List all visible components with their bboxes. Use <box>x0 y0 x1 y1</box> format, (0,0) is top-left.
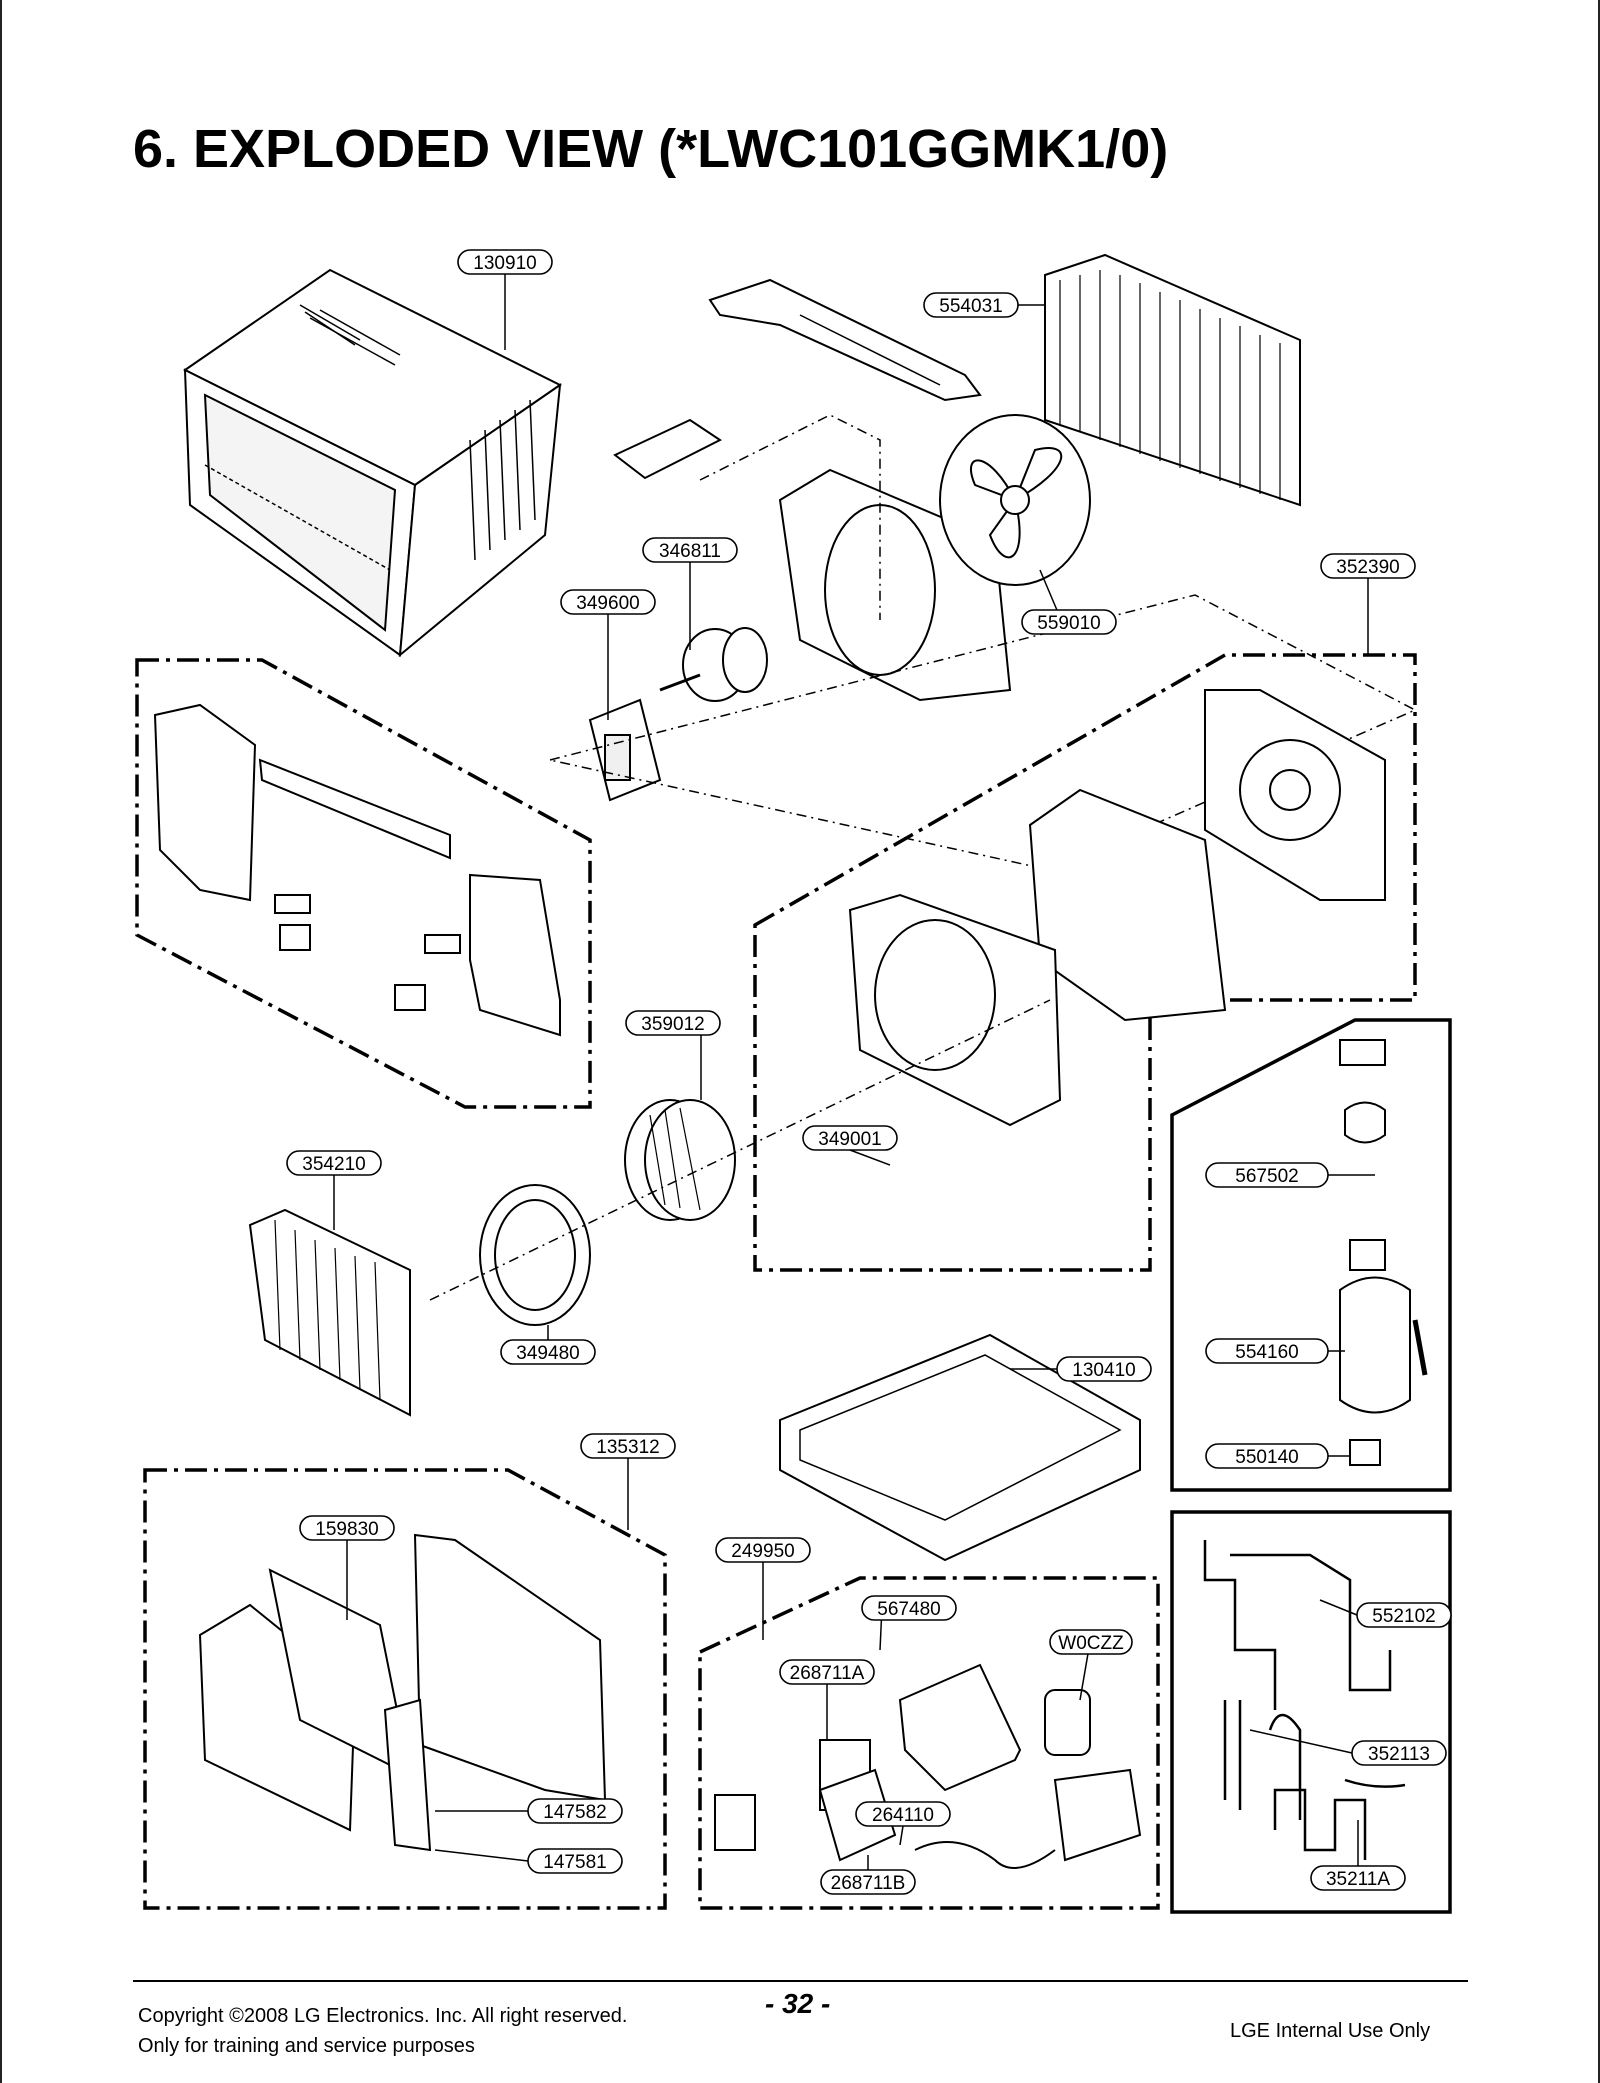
part-label-567502: 567502 <box>1235 1166 1298 1187</box>
part-label-159830: 159830 <box>315 1519 378 1540</box>
label-ovals <box>286 249 1452 1895</box>
page-number: - 32 - <box>765 1988 831 2019</box>
part-label-352113: 352113 <box>1368 1744 1430 1765</box>
compressor-frame <box>1170 1018 1452 1492</box>
condenser-drawing <box>1044 253 1301 507</box>
part-label-567480: 567480 <box>877 1599 940 1620</box>
footer-rule <box>133 1980 1468 1982</box>
part-label-147582: 147582 <box>543 1802 606 1823</box>
page-title: 6. EXPLODED VIEW (*LWC101GGMK1/0) <box>133 119 1169 179</box>
footer-internal-note: LGE Internal Use Only <box>1230 2020 1431 2042</box>
footer-training-note: Only for training and service purposes <box>138 2035 475 2057</box>
part-label-W0CZZ: W0CZZ <box>1058 1633 1124 1654</box>
cabinet-drawing <box>183 268 562 658</box>
top-plate-drawing <box>708 278 982 402</box>
part-label-552102: 552102 <box>1372 1606 1435 1627</box>
part-label-249950: 249950 <box>731 1541 794 1562</box>
part-label-359012: 359012 <box>641 1014 704 1035</box>
orifice-ring-drawing <box>479 1184 591 1326</box>
part-label-554160: 554160 <box>1235 1342 1298 1363</box>
part-label-349600: 349600 <box>576 593 639 614</box>
blower-wheel-drawing <box>624 1099 736 1221</box>
fan-motor-drawing <box>659 627 768 702</box>
part-label-559010: 559010 <box>1037 613 1100 634</box>
part-label-130410: 130410 <box>1072 1360 1135 1381</box>
part-label-349480: 349480 <box>516 1343 579 1364</box>
footer-copyright: Copyright ©2008 LG Electronics. Inc. All… <box>138 2005 628 2027</box>
piping-drawing <box>1203 1540 1406 1860</box>
evaporator-coil-drawing <box>248 1208 411 1417</box>
part-label-35211A: 35211A <box>1326 1869 1390 1890</box>
part-label-554031: 554031 <box>939 296 1002 317</box>
compressor-drawing <box>1339 1039 1428 1466</box>
part-label-346811: 346811 <box>659 541 721 562</box>
part-label-130910: 130910 <box>473 253 536 274</box>
piping-frame <box>1170 1510 1452 1914</box>
part-label-349001: 349001 <box>818 1129 881 1150</box>
part-label-264110: 264110 <box>872 1805 934 1826</box>
part-label-354210: 354210 <box>302 1154 365 1175</box>
evaporator-housing-frame <box>753 653 1417 1272</box>
part-label-268711A: 268711A <box>790 1663 865 1684</box>
propeller-fan-drawing <box>939 414 1091 586</box>
part-label-352390: 352390 <box>1336 557 1399 578</box>
part-label-135312: 135312 <box>596 1437 659 1458</box>
controls-drawing <box>714 1663 1142 1869</box>
window-kit-frame <box>135 658 592 1109</box>
front-grille-frame <box>143 1468 667 1910</box>
part-label-147581: 147581 <box>543 1852 606 1873</box>
window-kit-drawing <box>153 703 561 1037</box>
part-label-550140: 550140 <box>1235 1447 1298 1468</box>
evaporator-housing-drawing <box>848 689 1386 1127</box>
part-label-268711B: 268711B <box>831 1873 906 1894</box>
